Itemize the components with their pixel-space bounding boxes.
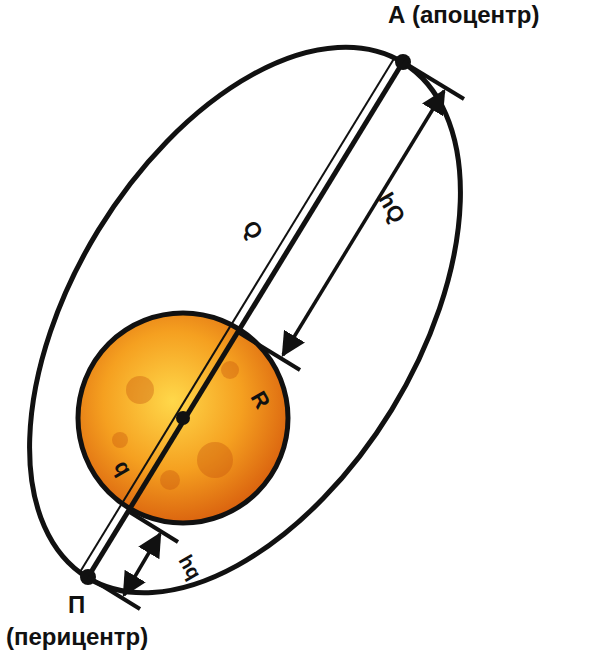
- apocenter-label: А (апоцентр): [388, 2, 540, 28]
- q-bracket: [80, 57, 395, 572]
- tick: [128, 511, 178, 542]
- height-label: hq: [175, 551, 206, 583]
- center-dot: [176, 411, 190, 425]
- apsis-line: [88, 62, 403, 577]
- pericenter-label: П: [68, 592, 85, 618]
- hq-dimension: [124, 534, 160, 595]
- tick: [238, 332, 300, 370]
- pericenter-label: (перицентр): [6, 624, 148, 650]
- height-label: hQ: [373, 189, 409, 228]
- tick: [403, 62, 464, 99]
- distance-label: Q: [238, 217, 268, 244]
- orbit-ellipse: [0, 0, 549, 664]
- hq-dimension: [283, 91, 444, 355]
